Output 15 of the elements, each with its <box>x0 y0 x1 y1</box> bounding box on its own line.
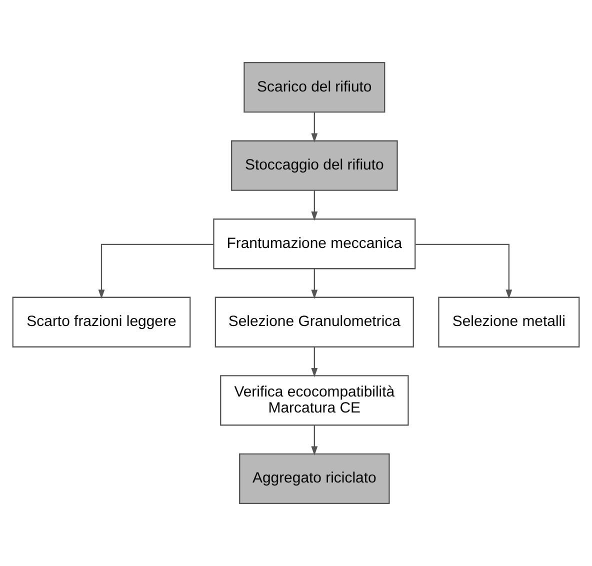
arrow <box>311 190 318 221</box>
node-box: Verifica ecocompatibilità Marcatura CE <box>220 375 409 426</box>
arrow <box>416 244 512 299</box>
node-box: Stoccaggio del rifiuto <box>230 140 398 191</box>
node-box: Scarto frazioni leggere <box>12 296 191 348</box>
node-box: Scarico del rifiuto <box>244 62 386 113</box>
arrow <box>311 268 318 299</box>
node-box: Selezione metalli <box>438 296 580 348</box>
arrow <box>98 244 214 299</box>
node-box: Selezione Granulometrica <box>214 296 414 348</box>
node-box: Frantumazione meccanica <box>213 218 416 270</box>
arrow <box>311 112 318 142</box>
arrow <box>311 425 318 456</box>
node-box: Aggregato riciclato <box>239 453 390 504</box>
arrow <box>311 346 318 378</box>
